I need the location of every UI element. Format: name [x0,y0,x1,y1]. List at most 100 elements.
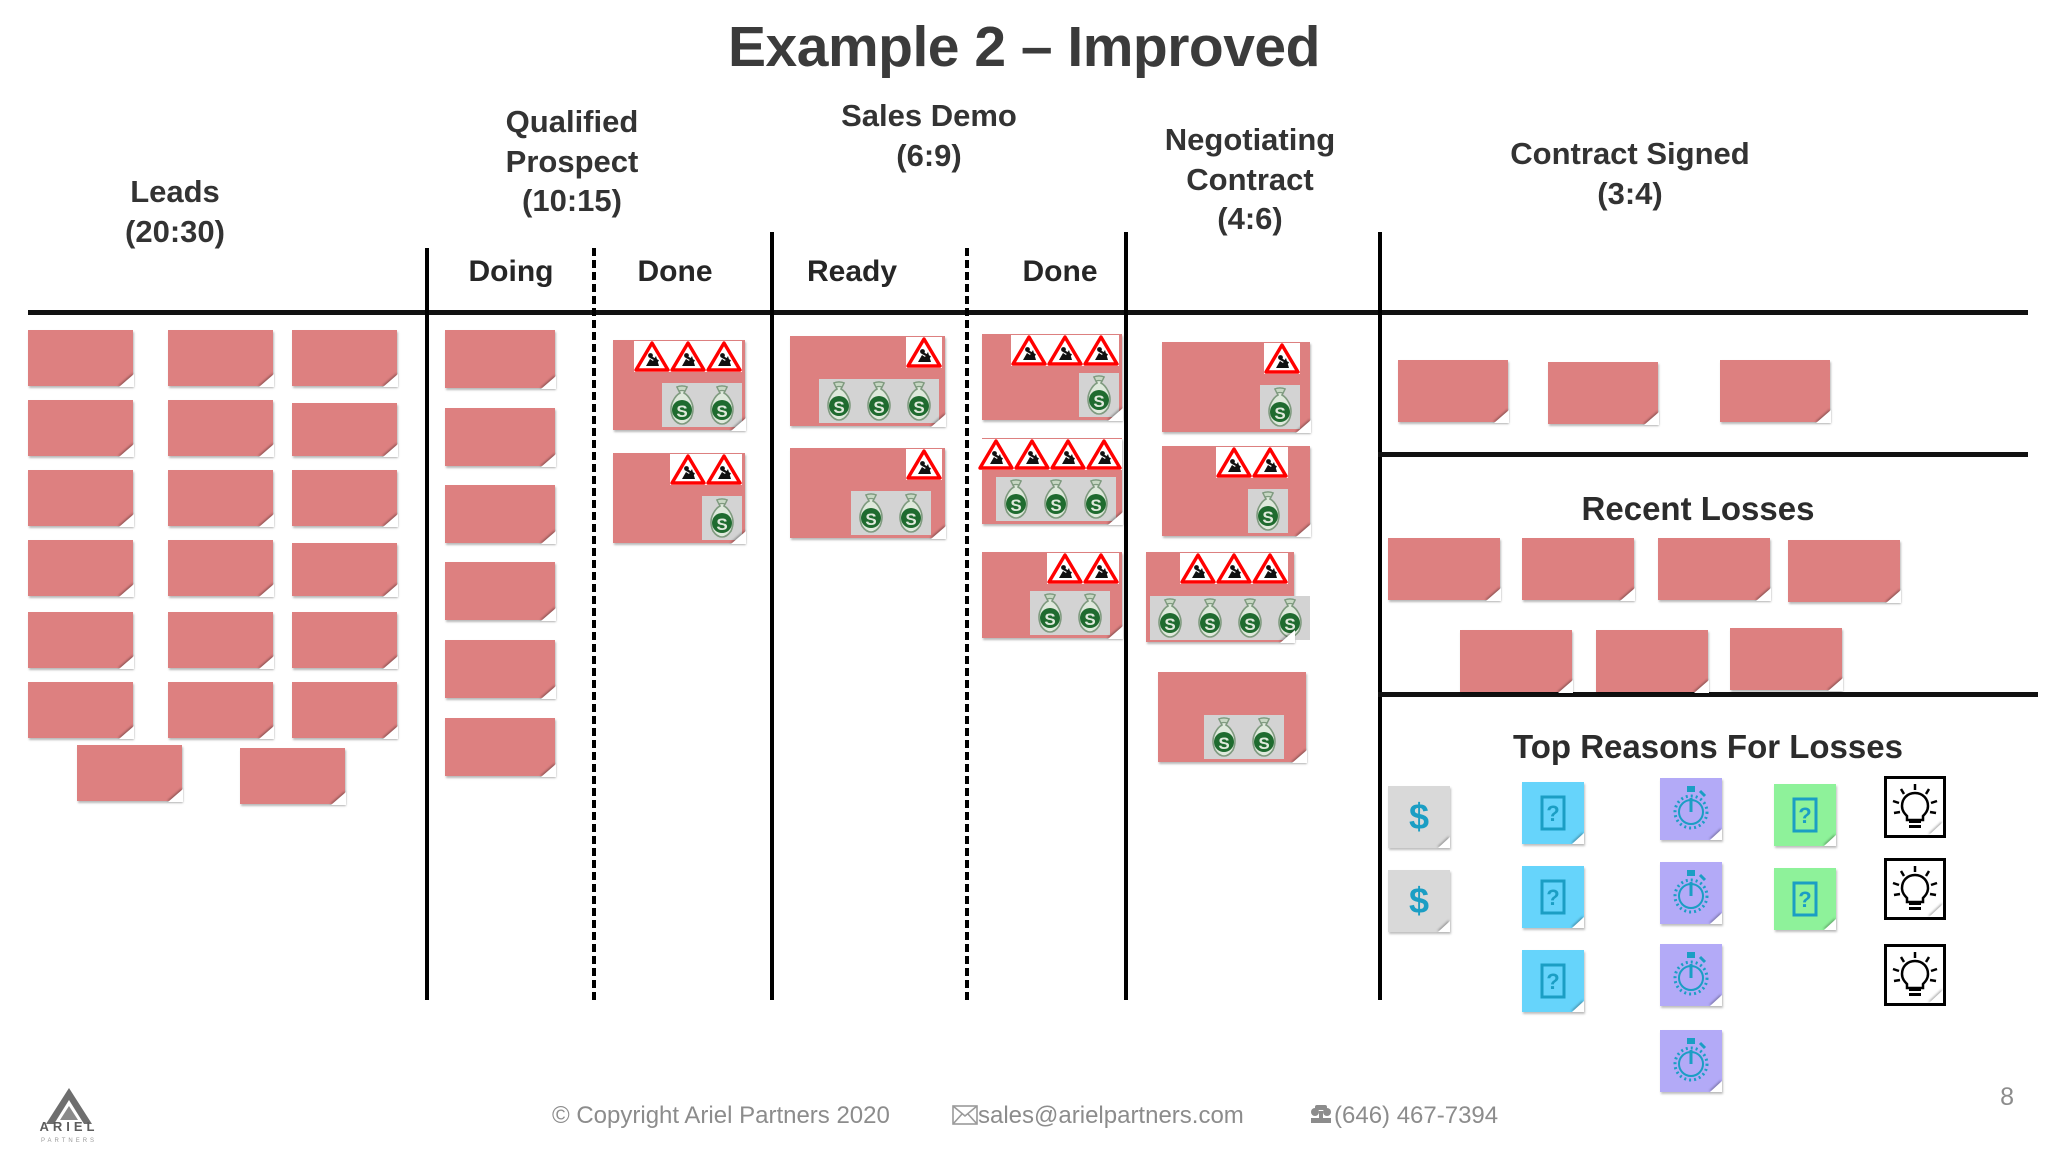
card-recent-loss[interactable] [1788,540,1900,602]
divider-negotiating-signed [1378,232,1382,1000]
card-lead[interactable] [28,400,133,456]
card-lead[interactable] [292,470,397,526]
card-recent-loss[interactable] [1522,538,1634,600]
card-recent-loss[interactable] [1596,630,1708,692]
svg-text:S: S [1093,392,1104,411]
svg-text:S: S [676,402,687,421]
card-recent-loss[interactable] [1460,630,1572,692]
money-bag-icon: S [1076,477,1116,521]
card-recent-loss[interactable] [1388,538,1500,600]
reason-note-timing[interactable] [1660,944,1722,1006]
lane-header-qualified-done: Done [637,255,713,288]
column-wip-contract-signed: (3:4) [1597,175,1663,211]
reason-note-idea[interactable] [1884,858,1946,920]
card-lead[interactable] [292,403,397,456]
money-bag-icon: S [1248,489,1288,533]
reason-note-idea[interactable] [1884,944,1946,1006]
card-lead[interactable] [292,543,397,596]
card-qualified-doing[interactable] [445,330,555,388]
money-bag-icon: S [996,477,1036,521]
phone-text[interactable]: (646) 467-7394 [1334,1102,1499,1129]
roadwork-warning-icon [1047,335,1083,366]
card-qualified-done[interactable]: S S [613,340,745,430]
card-demo-ready[interactable]: S S S [790,336,945,426]
column-wip-qualified: (10:15) [522,183,622,219]
stopwatch-icon [1660,944,1722,1006]
reason-note-timing[interactable] [1660,862,1722,924]
money-bag-icon: S [1150,596,1190,640]
divider-demo-negotiating [1124,232,1128,1000]
svg-text:S: S [1284,615,1295,634]
warning-icon-group [906,449,942,480]
money-icon-group: S S [662,383,742,427]
roadwork-warning-icon [1216,447,1252,478]
reason-note-timing[interactable] [1660,778,1722,840]
reason-note-question-green[interactable]: ? [1774,868,1836,930]
card-demo-ready[interactable]: S S [790,448,945,538]
card-lead[interactable] [168,682,273,738]
reason-note-idea[interactable] [1884,776,1946,838]
card-lead[interactable] [28,682,133,738]
card-negotiating[interactable]: S [1162,342,1310,432]
card-lead[interactable] [168,470,273,526]
card-qualified-doing[interactable] [445,562,555,620]
reason-note-question-blue[interactable]: ? [1522,782,1584,844]
svg-text:S: S [1050,496,1061,515]
roadwork-warning-icon [1047,553,1083,584]
card-contract-signed[interactable] [1720,360,1830,422]
telephone-icon [1308,1103,1334,1130]
card-lead[interactable] [168,330,273,386]
roadwork-warning-icon [978,439,1014,470]
card-lead[interactable] [28,540,133,596]
card-lead[interactable] [77,745,182,801]
card-demo-done[interactable]: S [982,334,1122,420]
card-recent-loss[interactable] [1730,628,1842,690]
reason-note-question-green[interactable]: ? [1774,784,1836,846]
money-icon-group: S S S [819,379,939,423]
roadwork-warning-icon [706,454,742,485]
reason-note-cost[interactable]: $ [1388,870,1450,932]
card-lead[interactable] [168,400,273,456]
svg-text:?: ? [1546,885,1559,910]
recent-losses-title: Recent Losses [1581,490,1815,527]
card-demo-done[interactable]: S S [982,552,1122,638]
lane-header-demo-done: Done [1022,255,1098,288]
card-demo-done[interactable]: S S S [978,438,1122,524]
card-lead[interactable] [28,612,133,668]
card-lead[interactable] [292,612,397,668]
card-qualified-doing[interactable] [445,640,555,698]
card-recent-loss[interactable] [1658,538,1770,600]
card-negotiating[interactable]: S [1162,446,1310,536]
reason-note-timing[interactable] [1660,1030,1722,1092]
reason-note-cost[interactable]: $ [1388,786,1450,848]
warning-icon-group [634,341,742,372]
card-qualified-doing[interactable] [445,485,555,543]
card-qualified-doing[interactable] [445,718,555,776]
reason-note-question-blue[interactable]: ? [1522,950,1584,1012]
money-bag-icon: S [1260,385,1300,429]
svg-text:$: $ [1409,796,1429,837]
warning-icon-group [978,439,1122,470]
card-negotiating[interactable]: S S S S [1146,552,1310,642]
card-lead[interactable] [292,682,397,738]
card-contract-signed[interactable] [1548,362,1658,424]
svg-text:S: S [913,398,924,417]
card-lead[interactable] [240,748,345,804]
top-reasons-title: Top Reasons For Losses [1513,728,1903,765]
reason-note-question-blue[interactable]: ? [1522,866,1584,928]
card-lead[interactable] [168,540,273,596]
card-negotiating[interactable]: S S [1158,672,1306,762]
card-lead[interactable] [168,612,273,668]
money-icon-group: S [1248,489,1288,533]
card-lead[interactable] [292,330,397,386]
email-text[interactable]: sales@arielpartners.com [978,1102,1244,1129]
card-lead[interactable] [28,330,133,386]
card-contract-signed[interactable] [1398,360,1508,422]
card-qualified-doing[interactable] [445,408,555,466]
svg-text:S: S [1084,610,1095,629]
card-lead[interactable] [28,470,133,526]
money-bag-icon: S [1244,715,1284,759]
card-qualified-done[interactable]: S [613,453,745,543]
svg-text:?: ? [1546,801,1559,826]
